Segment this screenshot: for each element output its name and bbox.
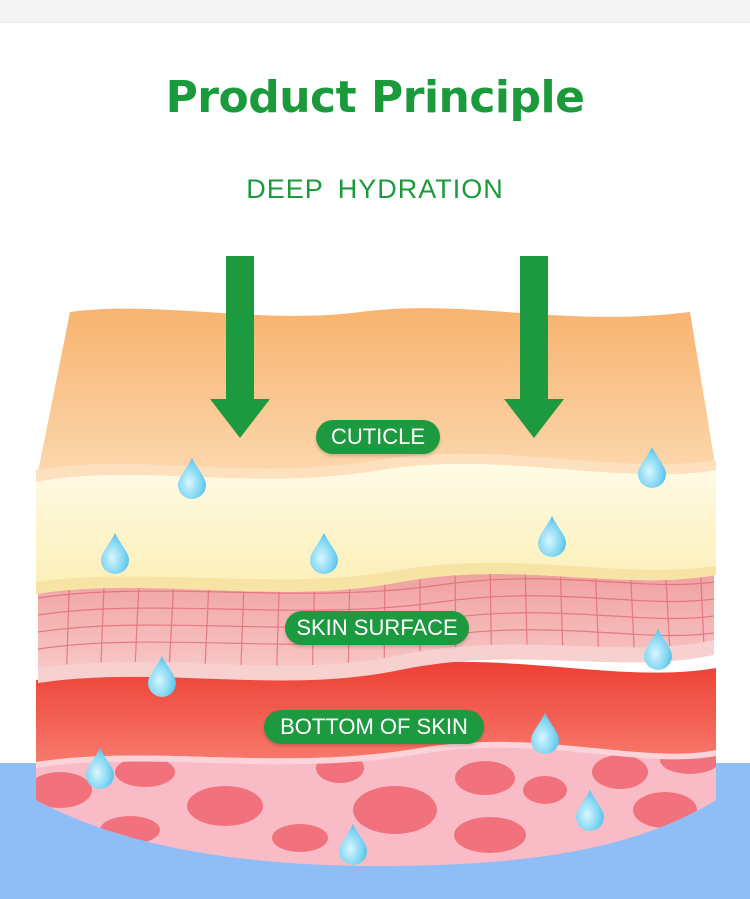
- water-drop-icon: [101, 533, 129, 574]
- water-drop-icon: [310, 533, 338, 574]
- water-drop-icon: [86, 748, 114, 789]
- cream-layer: [36, 463, 716, 594]
- water-drop-icon: [148, 656, 176, 697]
- page-title: Product Principle: [165, 72, 585, 123]
- arrow-down-icon: [504, 256, 564, 438]
- water-drop-icon: [538, 516, 566, 557]
- water-drop-icon: [644, 629, 672, 670]
- skin-surface-label: SKIN SURFACE: [285, 611, 469, 645]
- water-drop-icon: [576, 790, 604, 831]
- water-drop-icon: [339, 824, 367, 865]
- water-drop-icon: [178, 458, 206, 499]
- page-subtitle: DEEP HYDRATION: [246, 174, 504, 204]
- cuticle-label: CUTICLE: [316, 420, 440, 454]
- water-drop-icon: [531, 713, 559, 754]
- bottom-of-skin-layer: [36, 738, 716, 866]
- bottom-of-skin-label: BOTTOM OF SKIN: [264, 710, 484, 744]
- arrow-down-icon: [210, 256, 270, 438]
- cuticle-layer: [36, 308, 716, 482]
- top-strip: [0, 0, 750, 23]
- water-drop-icon: [638, 447, 666, 488]
